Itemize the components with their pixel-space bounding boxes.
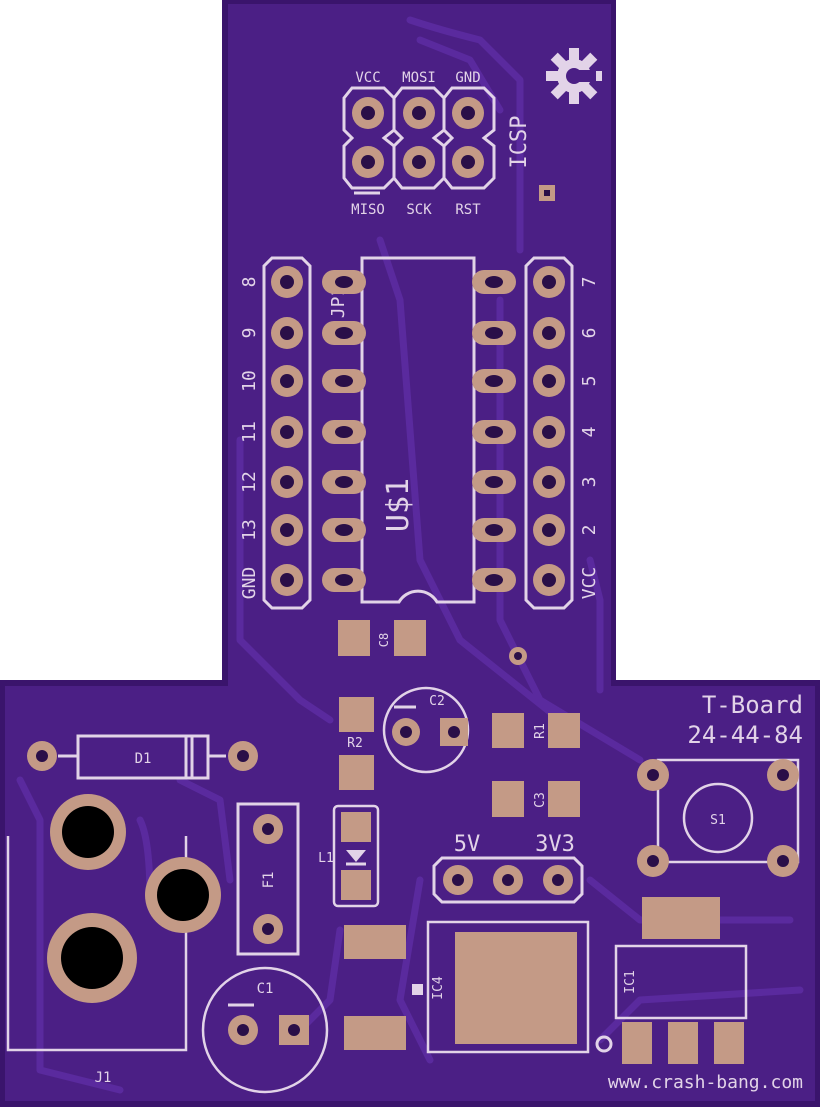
led-l1: L1 (318, 804, 380, 908)
right-pin-label: 6 (579, 328, 600, 339)
left-pin-labels: 8 9 10 11 12 13 GND (239, 277, 260, 600)
left-header (262, 256, 366, 610)
smd-pad (344, 1016, 406, 1050)
svg-text:IC1: IC1 (623, 970, 638, 993)
svg-text:S1: S1 (710, 813, 726, 828)
left-pin-label: 13 (239, 519, 260, 541)
icsp-label-sck: SCK (406, 202, 432, 218)
icsp-label-mosi: MOSI (402, 70, 436, 86)
svg-text:D1: D1 (135, 751, 152, 767)
svg-text:F1: F1 (261, 872, 277, 889)
regulator-ic4: IC4 (412, 920, 590, 1054)
icsp-label-vcc: VCC (355, 70, 380, 86)
resistor-r1: R1 (492, 713, 580, 748)
icsp-pads (352, 97, 484, 178)
smd-pad (344, 925, 406, 959)
left-pin-label: 11 (239, 421, 260, 443)
capacitor-c3: C3 (492, 781, 580, 817)
right-pin-label: 4 (579, 427, 600, 438)
icsp-label-miso: MISO (351, 202, 385, 218)
left-pin-label: 12 (239, 471, 260, 493)
left-pin-label: GND (239, 567, 260, 600)
jack-j1: J1 (6, 794, 221, 1086)
right-pin-label: 7 (579, 277, 600, 288)
resistor-r2: R2 (339, 697, 374, 790)
svg-text:R1: R1 (533, 723, 548, 739)
left-pin-label: 8 (239, 277, 260, 288)
svg-text:5V: 5V (454, 832, 481, 857)
right-pin-label: VCC (579, 567, 600, 600)
switch-s1: S1 (637, 758, 800, 877)
svg-text:R2: R2 (347, 736, 363, 751)
chip-name: U$1 (381, 478, 416, 532)
icsp-title: ICSP (507, 116, 532, 169)
svg-text:C2: C2 (429, 694, 445, 709)
right-pin-label: 2 (579, 525, 600, 536)
svg-text:IC4: IC4 (431, 976, 446, 1000)
capacitor-c8: C8 (338, 620, 426, 656)
svg-text:C3: C3 (533, 792, 548, 808)
board-url: www.crash-bang.com (608, 1072, 803, 1093)
smd-pad (642, 897, 720, 939)
capacitor-c1: C1 (201, 966, 329, 1094)
board-code: 24-44-84 (687, 721, 803, 749)
right-pin-labels: 7 6 5 4 3 2 VCC (579, 277, 600, 600)
diode-d1: D1 (27, 734, 258, 780)
copper-traces (16, 16, 804, 1094)
icsp-label-rst: RST (455, 202, 481, 218)
svg-text:L1: L1 (318, 851, 334, 866)
gear-icon (546, 48, 602, 104)
right-pin-label: 3 (579, 477, 600, 488)
fuse-f1: F1 (236, 802, 300, 956)
ic-u1-outline: U$1 JP1 (328, 256, 476, 604)
svg-text:J1: J1 (95, 1070, 112, 1086)
regulator-ic1: IC1 (595, 944, 748, 1064)
right-header (472, 256, 574, 610)
power-select-header: 5V 3V3 (432, 832, 584, 904)
svg-text:C8: C8 (377, 633, 391, 647)
board-surface (5, 4, 815, 1101)
capacitor-c2: C2 (382, 686, 470, 774)
left-pin-label: 10 (239, 370, 260, 392)
icsp-label-gnd: GND (455, 70, 480, 86)
right-pin-label: 5 (579, 376, 600, 387)
icsp-header: VCC MOSI GND MISO SCK RST ICSP (342, 70, 555, 218)
board-title: T-Board (702, 691, 803, 719)
left-pin-label: 9 (239, 328, 260, 339)
svg-text:C1: C1 (257, 981, 274, 997)
svg-text:3V3: 3V3 (535, 832, 575, 857)
